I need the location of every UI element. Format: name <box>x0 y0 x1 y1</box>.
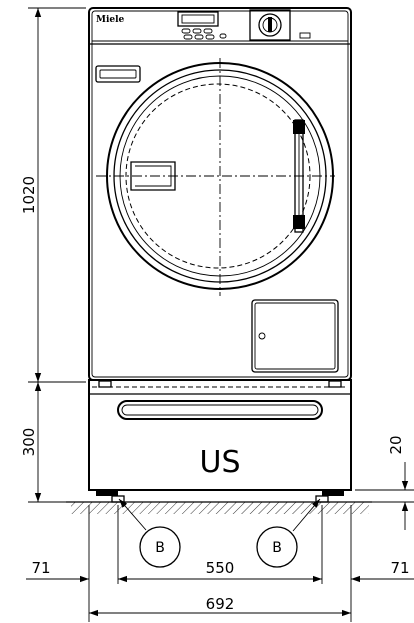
dimension-feet: 71 550 71 <box>26 559 414 583</box>
filter-handle <box>95 65 141 83</box>
dimension-right-offset-label: 71 <box>390 559 409 577</box>
callout-left: B <box>118 498 181 568</box>
extension-lines <box>28 7 414 622</box>
pedestal-bracket-right <box>328 380 342 388</box>
foot-left <box>96 490 118 496</box>
brand-logo: Miele <box>96 15 125 25</box>
program-dial-icon <box>249 9 291 41</box>
callout-right-label: B <box>272 540 282 556</box>
control-panel: Miele <box>89 9 351 45</box>
pedestal-drawer-handle <box>117 400 323 420</box>
pedestal-bracket-left <box>98 380 112 388</box>
display-panel <box>177 11 219 27</box>
dimension-pedestal-height-label: 300 <box>20 428 38 457</box>
pedestal-label: US <box>199 445 240 480</box>
dimension-pedestal-height: 300 <box>20 382 42 502</box>
dimension-overall-height: 1020 <box>20 8 42 382</box>
service-panel <box>251 299 339 373</box>
pedestal: US <box>88 379 352 503</box>
foot-right <box>322 490 344 496</box>
door <box>96 58 335 296</box>
dimension-foot-height: 20 <box>387 435 409 530</box>
dimension-overall-height-label: 1020 <box>20 176 38 214</box>
callout-right: B <box>256 498 321 568</box>
power-button <box>299 32 311 39</box>
dimension-feet-spacing-label: 550 <box>206 559 235 577</box>
dimension-overall-width: 692 <box>89 595 351 617</box>
dimension-overall-width-label: 692 <box>206 595 235 613</box>
dimension-left-offset-label: 71 <box>31 559 50 577</box>
dimension-foot-height-label: 20 <box>387 435 405 454</box>
callout-left-label: B <box>155 540 165 556</box>
floor <box>66 501 372 514</box>
dryer-body: Miele <box>88 7 352 381</box>
